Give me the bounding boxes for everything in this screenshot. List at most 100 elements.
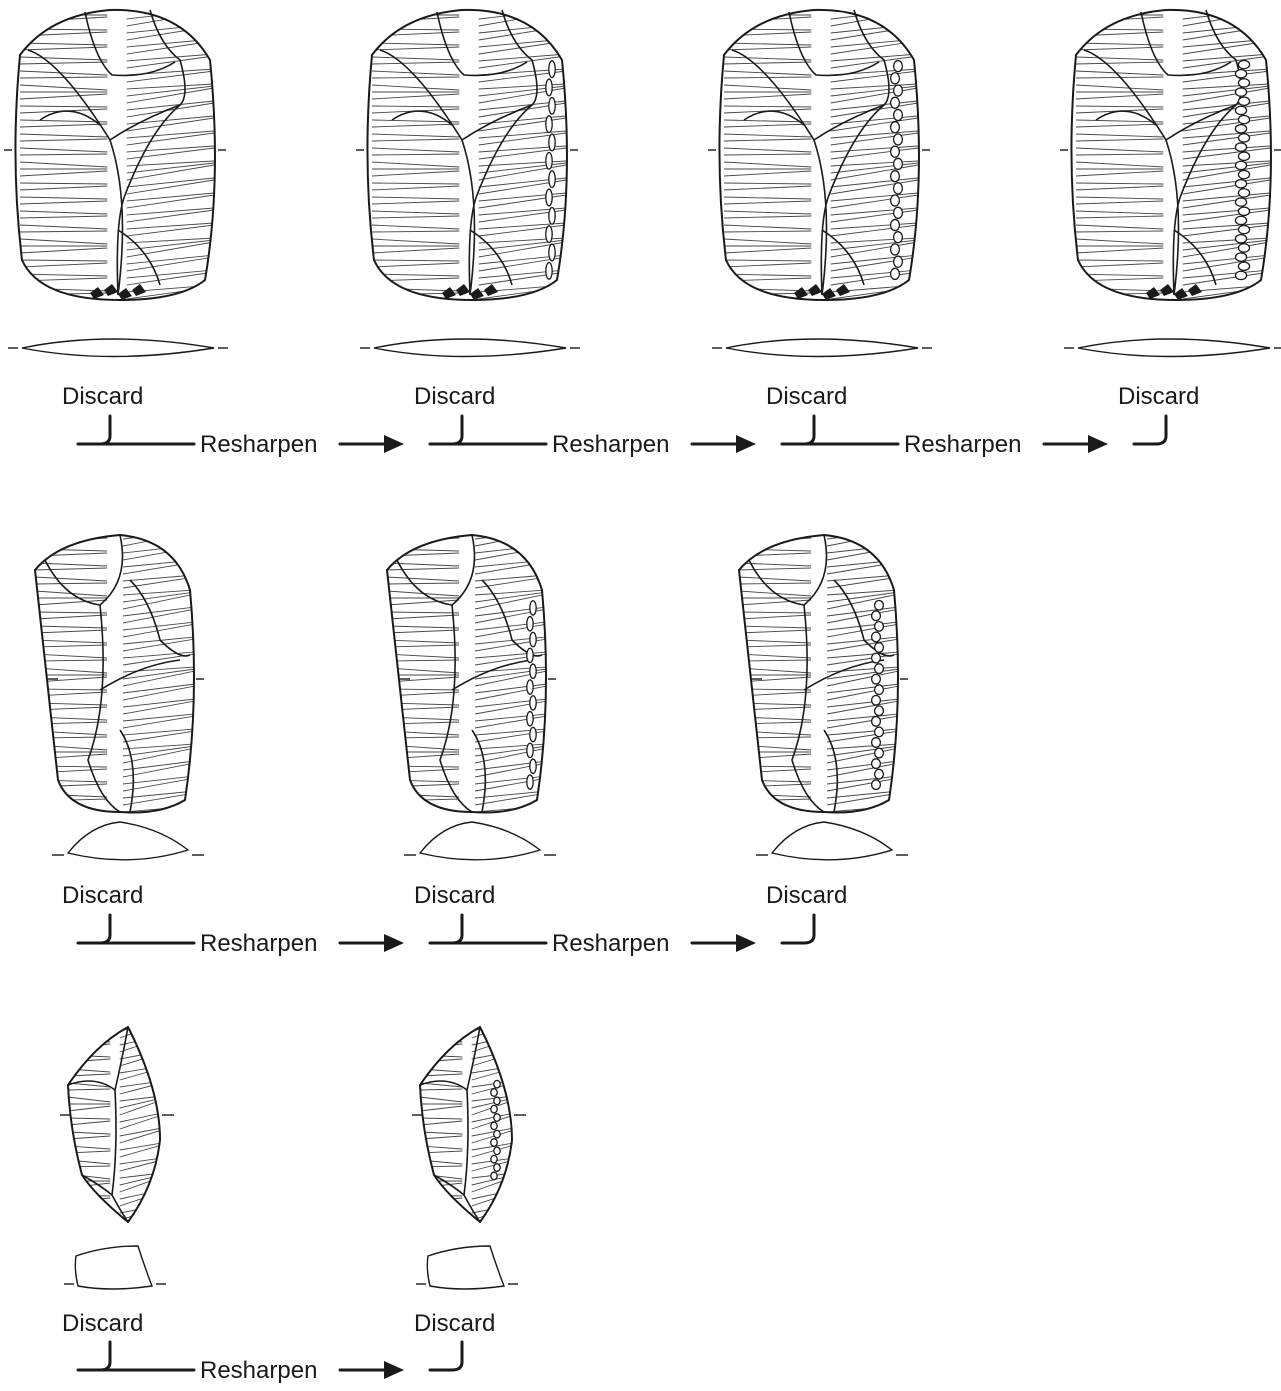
stone-tool-3-2 xyxy=(412,1021,526,1289)
hatch-line xyxy=(68,1041,110,1042)
retouch-scar xyxy=(549,61,555,78)
cross-section xyxy=(1078,339,1270,357)
retouch-scar xyxy=(894,134,903,145)
retouch-scar xyxy=(891,195,900,206)
retouch-scar xyxy=(894,256,903,267)
retouch-scar xyxy=(891,122,900,133)
retouch-scar xyxy=(875,643,884,653)
discard-label: Discard xyxy=(414,882,495,909)
retouch-scar xyxy=(494,1114,500,1122)
retouch-scar xyxy=(1238,79,1249,87)
retouch-scar xyxy=(530,727,536,741)
hatch-line xyxy=(739,535,811,536)
stone-tool-2-1 xyxy=(35,530,204,860)
retouch-scar xyxy=(549,134,555,151)
retouch-scar xyxy=(891,97,900,108)
retouch-scar xyxy=(549,244,555,261)
retouch-scar xyxy=(491,1155,497,1163)
retouch-scar xyxy=(894,183,903,194)
resharpen-label: Resharpen xyxy=(552,431,669,458)
retouch-scar xyxy=(527,743,533,757)
retouch-scar xyxy=(494,1097,500,1105)
cross-section xyxy=(374,339,566,357)
retouch-scar xyxy=(1238,262,1249,270)
retouch-scar xyxy=(1235,180,1246,188)
stone-tool-1-1 xyxy=(4,9,228,357)
flow-step-2-3 xyxy=(782,915,814,943)
tool-outline xyxy=(420,1027,512,1222)
cross-section xyxy=(420,822,540,860)
retouch-scar xyxy=(1238,115,1249,123)
retouch-scar xyxy=(875,664,884,674)
retouch-scar xyxy=(546,79,552,96)
resharpen-label: Resharpen xyxy=(200,431,317,458)
discard-label: Discard xyxy=(766,383,847,410)
retouch-scar xyxy=(491,1139,497,1147)
hatch-line xyxy=(123,530,195,539)
retouch-scar xyxy=(875,769,884,779)
retouch-scar xyxy=(1235,161,1246,169)
hatch-line xyxy=(827,530,899,539)
discard-hook xyxy=(782,915,814,943)
flow-step-3-2 xyxy=(430,1342,462,1370)
retouch-scar xyxy=(527,712,533,726)
labels-layer: DiscardResharpenDiscardResharpenDiscardR… xyxy=(62,383,1199,1384)
stone-tool-1-2 xyxy=(356,9,580,357)
hatch-line xyxy=(120,1021,162,1031)
retouch-scar xyxy=(549,98,555,115)
retouch-scar xyxy=(875,727,884,737)
retouch-scar xyxy=(875,600,884,610)
discard-hook xyxy=(782,416,814,444)
retouch-scar xyxy=(891,268,900,279)
resharpen-label: Resharpen xyxy=(904,431,1021,458)
discard-hook xyxy=(430,915,462,943)
retouch-scar xyxy=(872,611,881,621)
retouch-scar xyxy=(530,632,536,646)
retouch-scar xyxy=(491,1122,497,1130)
retouch-scar xyxy=(872,759,881,769)
retouch-scar xyxy=(549,208,555,225)
retouch-scar xyxy=(1238,170,1249,178)
retouch-scar xyxy=(1235,70,1246,78)
retouch-scar xyxy=(546,226,552,243)
hatch-line xyxy=(420,1209,462,1211)
retouch-scar xyxy=(894,207,903,218)
discard-label: Discard xyxy=(1118,383,1199,410)
retouch-scar xyxy=(494,1080,500,1088)
retouch-scar xyxy=(1238,97,1249,105)
retouch-scar xyxy=(1235,216,1246,224)
retouch-scar xyxy=(1238,244,1249,252)
retouch-scar xyxy=(491,1172,497,1180)
retouch-scar xyxy=(891,219,900,230)
retouch-scar xyxy=(1235,235,1246,243)
cross-section xyxy=(772,822,892,860)
arrow-icon xyxy=(1088,435,1108,453)
retouch-scar xyxy=(894,158,903,169)
retouch-scar xyxy=(530,759,536,773)
discard-hook xyxy=(78,416,110,444)
discard-label: Discard xyxy=(414,383,495,410)
retouch-scar xyxy=(1235,198,1246,206)
retouch-scar xyxy=(527,775,533,789)
retouch-scar xyxy=(1238,152,1249,160)
retouch-scar xyxy=(1238,134,1249,142)
retouch-scar xyxy=(1238,207,1249,215)
retouch-scar xyxy=(494,1147,500,1155)
retouch-scar xyxy=(546,153,552,170)
retouch-scar xyxy=(527,680,533,694)
retouch-scar xyxy=(1235,106,1246,114)
resharpen-label: Resharpen xyxy=(200,1357,317,1384)
retouch-scar xyxy=(894,61,903,72)
retouch-scar xyxy=(872,780,881,790)
cross-section xyxy=(427,1246,504,1289)
discard-hook xyxy=(1134,416,1166,444)
discard-label: Discard xyxy=(62,882,143,909)
cross-section xyxy=(22,339,214,357)
retouch-scar xyxy=(1235,253,1246,261)
retouch-scar xyxy=(875,622,884,632)
retouch-scar xyxy=(891,171,900,182)
retouch-scar xyxy=(894,85,903,96)
retouch-scar xyxy=(891,146,900,157)
arrow-icon xyxy=(384,1361,404,1379)
